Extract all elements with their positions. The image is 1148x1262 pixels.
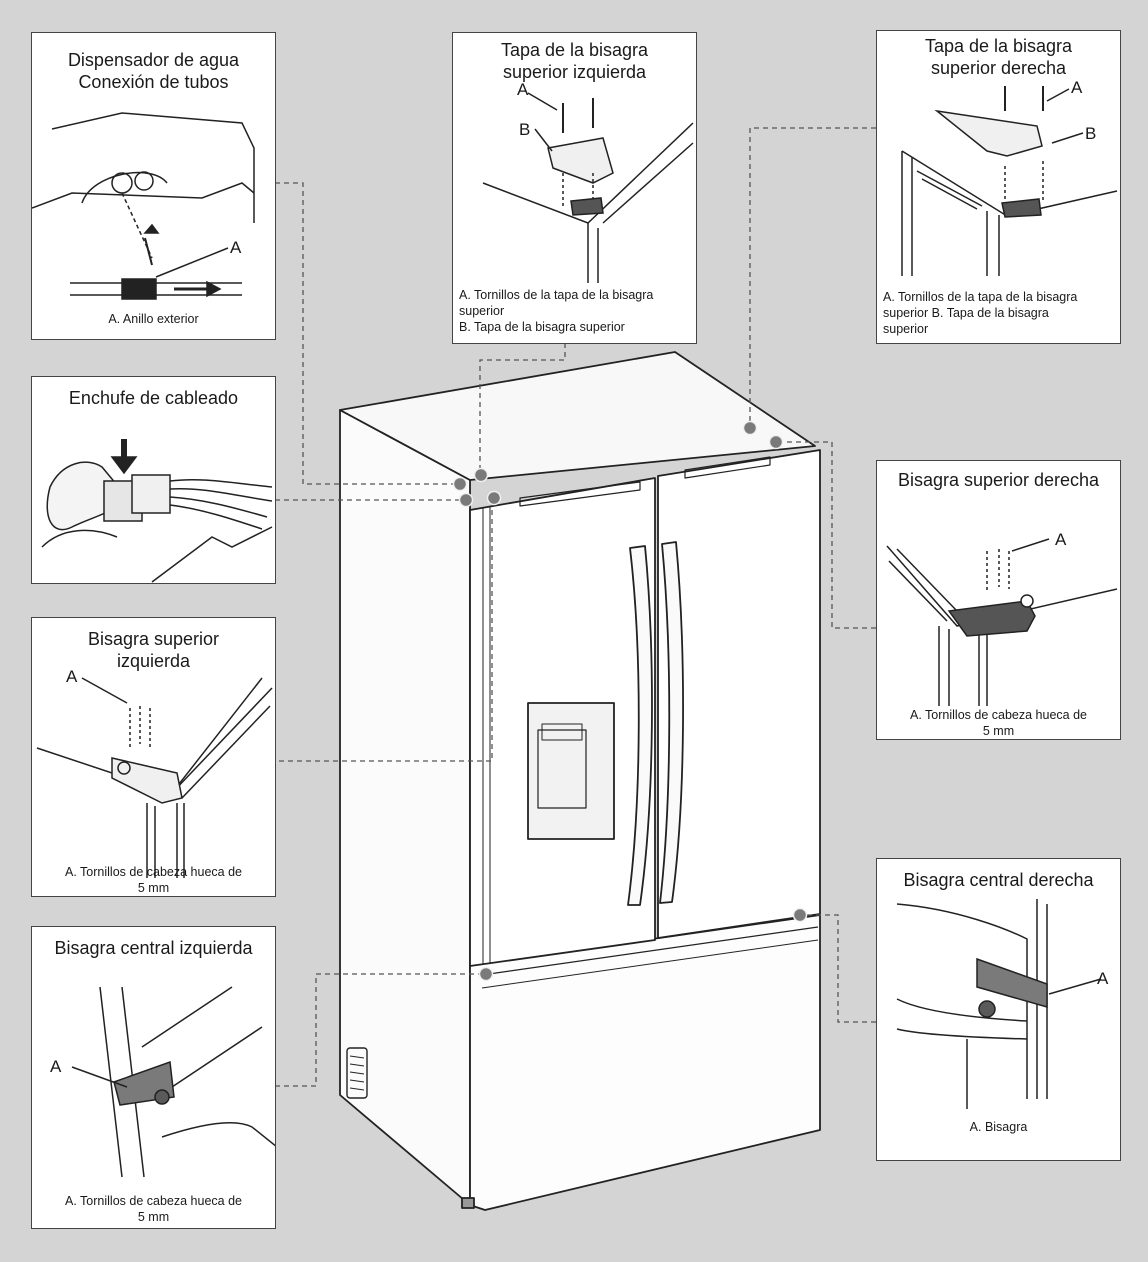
panel-caption: A. Tornillos de cabeza hueca de 5 mm (910, 708, 1087, 738)
panel-title: Bisagra superior izquierda (87, 629, 220, 671)
panel-center-left-hinge: Bisagra central izquierda A A. Tornillos… (31, 926, 276, 1229)
label-a: A (517, 80, 529, 99)
panel-title: Bisagra central izquierda (54, 938, 253, 958)
panel-top-left-hinge: Bisagra superior izquierda A A. Tornillo… (31, 617, 276, 897)
label-a: A (1097, 969, 1109, 988)
center-left-hinge-illustration: A (50, 986, 275, 1178)
label-b: B (1085, 124, 1096, 143)
label-a: A (1071, 78, 1083, 97)
panel-caption: A. Tornillos de la tapa de la bisagra su… (459, 288, 654, 334)
label-a: A (66, 667, 78, 686)
panel-title: Tapa de la bisagra superior izquierda (500, 40, 649, 82)
panel-right-hinge-cover: Tapa de la bisagra superior derecha A B … (876, 30, 1121, 344)
left-hinge-cover-illustration: A B (482, 80, 694, 283)
center-right-hinge-illustration: A (896, 899, 1109, 1109)
panel-title: Tapa de la bisagra superior derecha (924, 36, 1073, 78)
wiring-plug-illustration (41, 439, 273, 583)
label-a: A (230, 238, 242, 257)
panel-title: Bisagra central derecha (903, 870, 1094, 890)
panel-top-right-hinge: Bisagra superior derecha A A. Tornillos … (876, 460, 1121, 740)
panel-caption: A. Tornillos de la tapa de la bisagra su… (883, 290, 1078, 336)
panel-center-right-hinge: Bisagra central derecha A A. Bisagra (876, 858, 1121, 1161)
top-left-hinge-illustration: A (36, 667, 273, 878)
label-b: B (519, 120, 530, 139)
label-a: A (1055, 530, 1067, 549)
panel-caption: A. Tornillos de cabeza hueca de 5 mm (65, 865, 242, 895)
water-connection-illustration: A (32, 112, 255, 300)
panel-title: Enchufe de cableado (68, 388, 239, 408)
right-hinge-cover-illustration: A B (901, 78, 1118, 276)
panel-water-dispenser: Dispensador de agua Conexión de tubos A … (31, 32, 276, 340)
label-a: A (50, 1057, 62, 1076)
top-right-hinge-illustration: A (886, 530, 1118, 706)
panel-wiring-plug: Enchufe de cableado (31, 376, 276, 584)
panel-caption: A. Anillo exterior (108, 312, 199, 326)
panel-caption: A. Tornillos de cabeza hueca de 5 mm (65, 1194, 242, 1224)
panel-caption: A. Bisagra (969, 1120, 1028, 1134)
panel-left-hinge-cover: Tapa de la bisagra superior izquierda A … (452, 32, 697, 344)
panel-title: Dispensador de agua Conexión de tubos (67, 50, 240, 92)
panel-title: Bisagra superior derecha (897, 470, 1100, 490)
